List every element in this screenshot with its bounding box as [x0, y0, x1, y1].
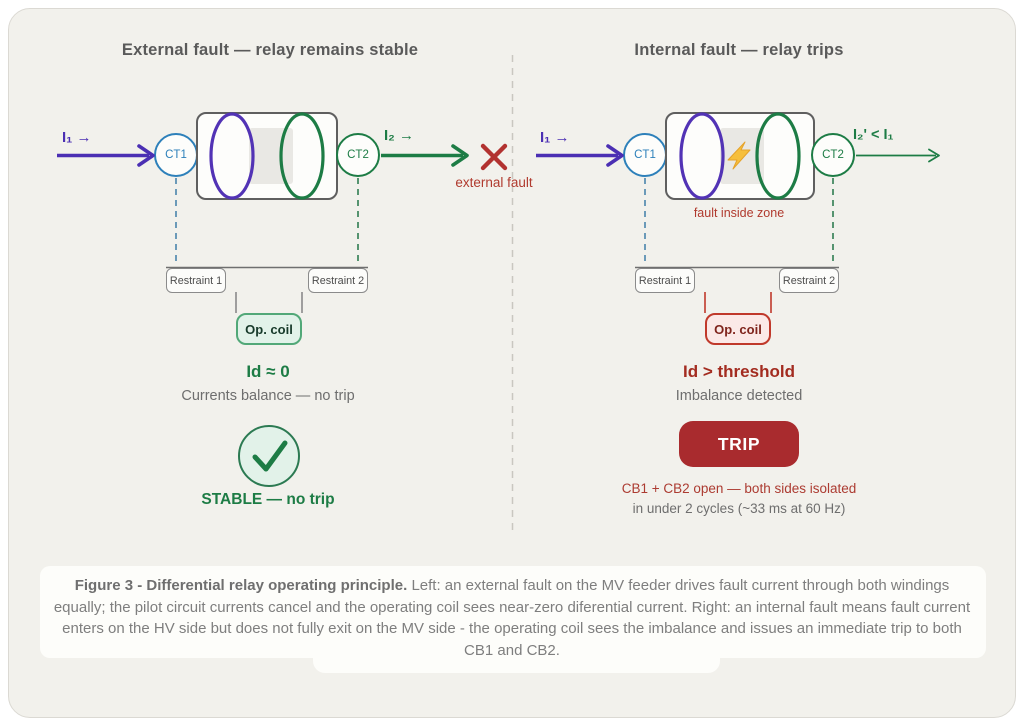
right-op-coil-label: Op. coil	[714, 321, 762, 337]
left-restraint1: Restraint 1	[166, 268, 226, 293]
right-result: Id > threshold	[683, 362, 795, 381]
right-ct2: CT2	[811, 133, 855, 177]
left-ct2-label: CT2	[347, 149, 369, 161]
left-i1-label: I₁ →	[62, 129, 92, 146]
left-ct1: CT1	[154, 133, 198, 177]
left-op-coil: Op. coil	[236, 313, 302, 345]
right-restraint2-label: Restraint 2	[782, 274, 836, 287]
left-result-note: Currents balance — no trip	[181, 388, 355, 404]
right-restraint1: Restraint 1	[635, 268, 695, 293]
stable-check-badge	[238, 425, 300, 487]
figure-caption-title: Figure 3 - Differential relay operating …	[74, 577, 408, 594]
right-ct1: CT1	[623, 133, 667, 177]
right-transformer-core	[720, 128, 764, 184]
right-restraint1-label: Restraint 1	[638, 274, 692, 287]
fault-inside-zone-label: fault inside zone	[693, 206, 785, 220]
right-result-note: Imbalance detected	[675, 388, 803, 404]
left-result: Id ≈ 0	[246, 362, 290, 381]
trip-action-line1: CB1 + CB2 open — both sides isolated	[621, 481, 857, 496]
left-restraint2-label: Restraint 2	[311, 274, 365, 287]
right-panel-title: Internal fault — relay trips	[634, 41, 844, 59]
figure-caption: Figure 3 - Differential relay operating …	[52, 575, 972, 661]
trip-button: TRIP	[679, 421, 799, 467]
left-transformer-core	[249, 128, 293, 184]
left-restraint1-label: Restraint 1	[169, 274, 223, 287]
left-ct2: CT2	[336, 133, 380, 177]
right-i2-label: I₂' < I₁	[853, 127, 894, 143]
left-panel-title: External fault — relay remains stable	[121, 41, 419, 59]
left-transformer-box	[196, 112, 338, 200]
left-op-coil-label: Op. coil	[245, 321, 293, 337]
trip-button-label: TRIP	[717, 433, 761, 454]
stable-status-label: STABLE — no trip	[201, 491, 335, 508]
right-op-coil: Op. coil	[705, 313, 771, 345]
left-restraint2: Restraint 2	[308, 268, 368, 293]
right-ct2-label: CT2	[822, 149, 844, 161]
left-ct1-label: CT1	[165, 149, 187, 161]
caption-highlight	[40, 566, 986, 658]
caption-highlight-tail	[313, 646, 720, 673]
right-ct1-label: CT1	[634, 149, 656, 161]
left-i2-label: I₂ →	[384, 127, 414, 144]
right-restraint2: Restraint 2	[779, 268, 839, 293]
trip-action-line2: in under 2 cycles (~33 ms at 60 Hz)	[632, 501, 846, 516]
figure-caption-body: Left: an external fault on the MV feeder…	[53, 577, 971, 659]
external-fault-label: external fault	[455, 175, 533, 190]
right-transformer-box	[665, 112, 815, 200]
right-i1-label: I₁ →	[540, 129, 570, 146]
